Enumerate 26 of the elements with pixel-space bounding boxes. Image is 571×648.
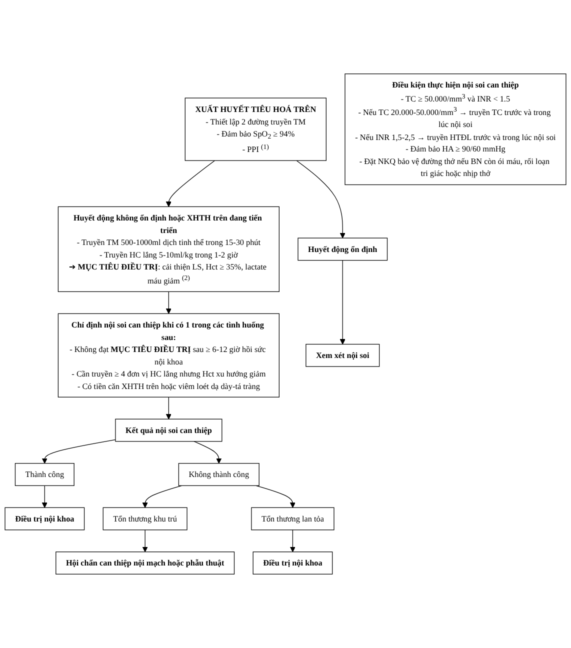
node-box: Hội chẩn can thiệp nội mạch hoặc phẫu thuật [56, 552, 235, 574]
node-box: XUẤT HUYẾT TIÊU HOÁ TRÊN - Thiết lập 2 đường truyền TM - Đảm bảo SpO$_{2}$ ≥ 94% - PPI $^{(1)}$ [184, 98, 326, 161]
arrow [340, 260, 346, 344]
node-box: Chỉ định nội soi can thiệp khi có 1 trong các tình huống sau: - Không đạt MỤC TIÊU ĐIỀU TRỊ sau ≥ 6-12 giờ hồi sức nội khoa - Cần truyền ≥ 4 đơn vị HC lắng nhưng Hct xu hướng giảm - Có tiền căn XHTH trên hoặc viêm loét dạ dày-tá tràng [58, 313, 280, 398]
node-box: Huyết động không ổn định hoặc XHTH trên đang tiến triển - Truyền TM 500-1000ml dịch tinh thể trong 15-30 phút - Truyền HC lắng 5-10ml/kg trong 1-2 giờ ➔ MỤC TIÊU ĐIỀU TRỊ: cải thiện LS, Hct ≥ 35%, lactate máu giảm $^{(2)}$ [58, 206, 280, 292]
arrow [166, 396, 172, 420]
arrow [290, 530, 296, 552]
node-box: Tổn thương lan tỏa [251, 507, 334, 530]
arrow [142, 485, 182, 508]
arrow [42, 485, 48, 508]
arrow [142, 530, 148, 552]
node-box: Thành công [14, 463, 74, 486]
node-box: Tổn thương khu trú [102, 507, 188, 530]
node-box: Huyết động ổn định [298, 238, 388, 261]
arrow [256, 485, 296, 508]
arrow [166, 291, 172, 314]
node-box: Điều kiện thực hiện nội soi can thiệp - TC ≥ 50.000/mm$^{3}$ và INR < 1.5 - Nếu TC 20.000-50.000/mm$^{3}$ → truyền TC trước và trong lúc nội soi - Nếu INR 1,5-2,5 → truyền HTĐL trước và trong lúc nội soi - Đảm bảo HA ≥ 90/60 mmHg - Đặt NKQ bảo vệ đường thở nếu BN còn ói máu, rối loạn tri giác hoặc nhịp thở [344, 74, 566, 186]
arrow [194, 441, 222, 464]
arrow [166, 160, 216, 207]
node-box: Điều trị nội khoa [252, 552, 333, 574]
node-box: Kết quả nội soi can thiệp [115, 418, 222, 442]
node-box: Không thành công [178, 463, 260, 486]
node-box: Xem xét nội soi [306, 344, 380, 367]
arrow [42, 439, 116, 464]
arrow [296, 160, 346, 238]
node-box: Điều trị nội khoa [4, 507, 85, 530]
